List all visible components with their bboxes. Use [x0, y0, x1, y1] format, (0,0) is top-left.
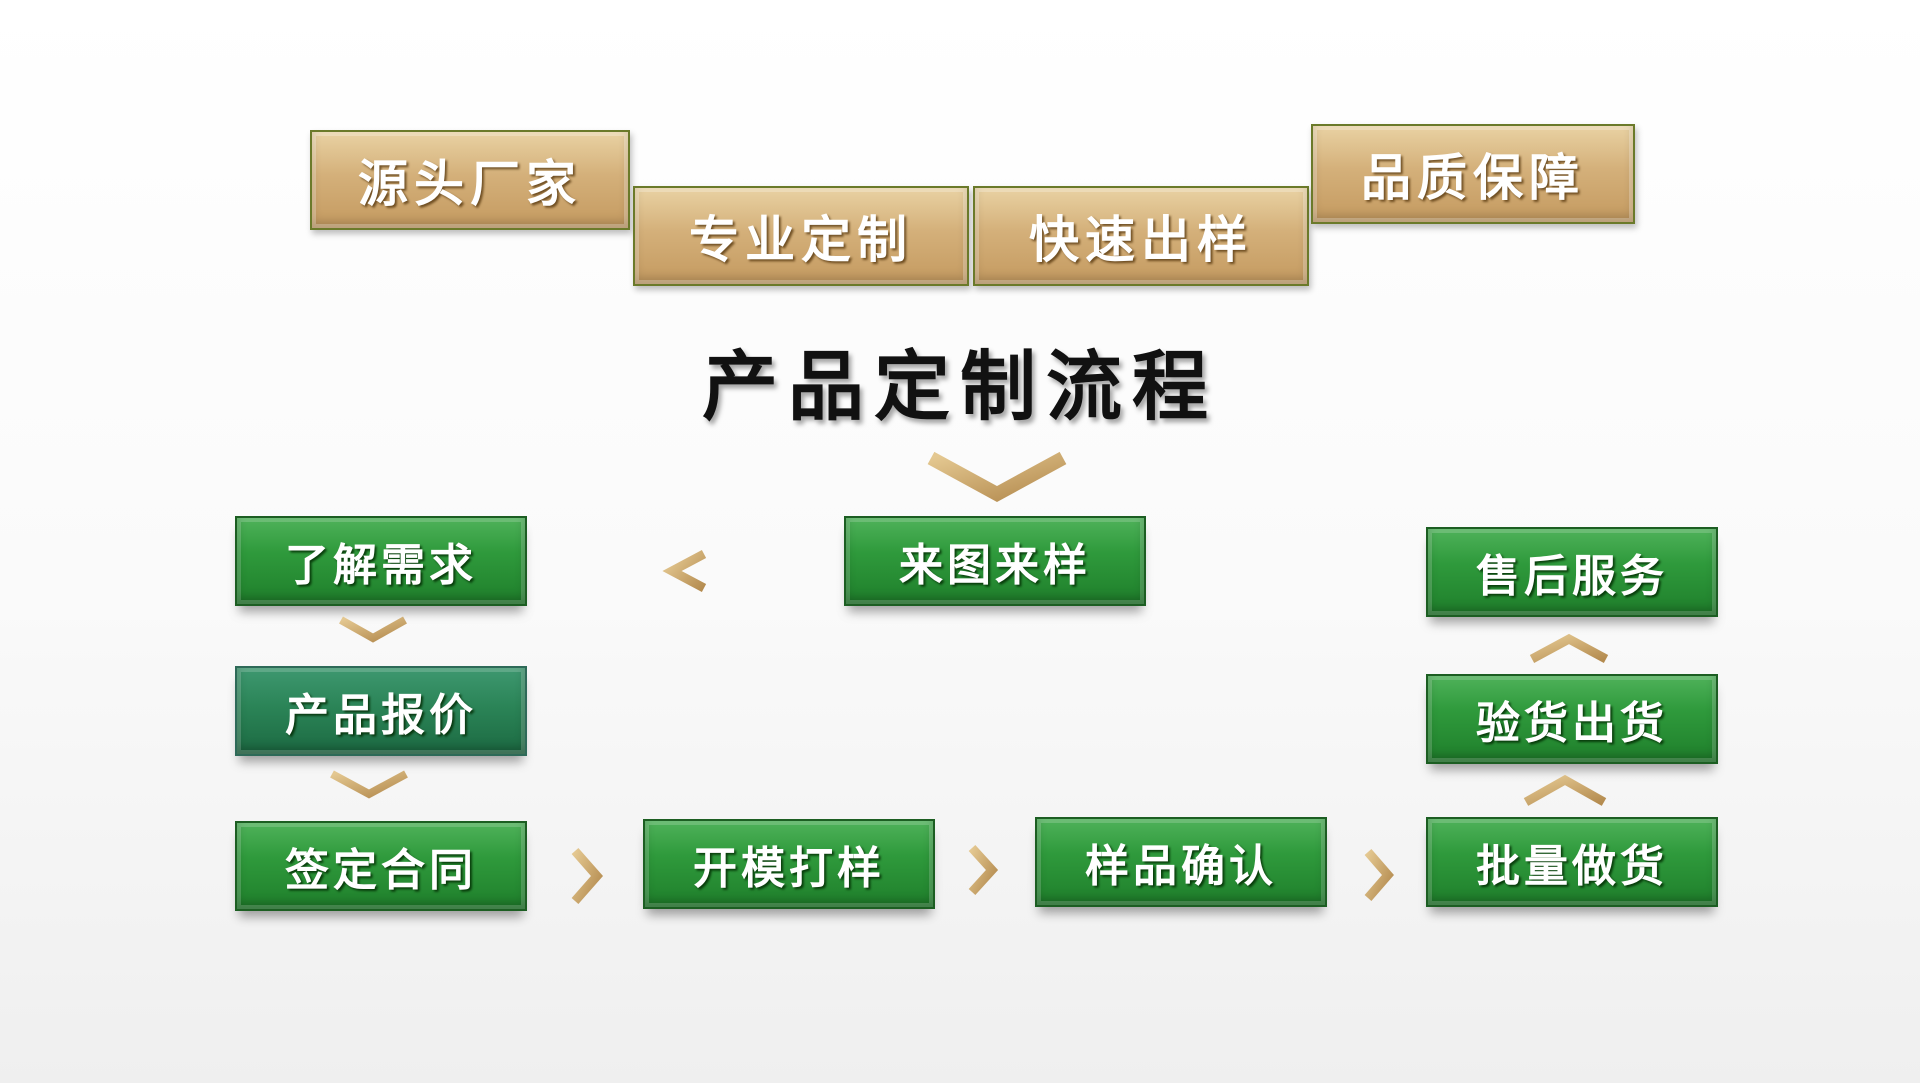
chevron-down-icon [927, 451, 1067, 502]
feature-box-fast-sampling: 快速出样 [973, 186, 1309, 286]
chevron-up-icon [1523, 774, 1607, 806]
chevron-up-icon [1529, 633, 1609, 663]
step-sign-contract: 签定合同 [235, 821, 527, 911]
feature-box-quality-assurance: 品质保障 [1311, 124, 1635, 224]
chevron-right-icon [1364, 849, 1394, 901]
chevron-right-icon [571, 848, 603, 904]
step-product-quote: 产品报价 [235, 666, 527, 756]
step-sample-confirm: 样品确认 [1035, 817, 1327, 907]
step-mass-production: 批量做货 [1426, 817, 1718, 907]
chevron-down-icon [330, 770, 408, 799]
step-inspect-ship: 验货出货 [1426, 674, 1718, 764]
feature-box-source-factory: 源头厂家 [310, 130, 630, 230]
chevron-down-icon [339, 616, 407, 643]
step-understand-needs: 了解需求 [235, 516, 527, 606]
feature-box-professional-custom: 专业定制 [633, 186, 969, 286]
chevron-right-icon [968, 844, 999, 896]
step-drawing-sample: 来图来样 [844, 516, 1146, 606]
chevron-left-icon [662, 550, 707, 592]
step-after-sales: 售后服务 [1426, 527, 1718, 617]
page-title: 产品定制流程 [702, 342, 1218, 431]
step-mold-sampling: 开模打样 [643, 819, 935, 909]
